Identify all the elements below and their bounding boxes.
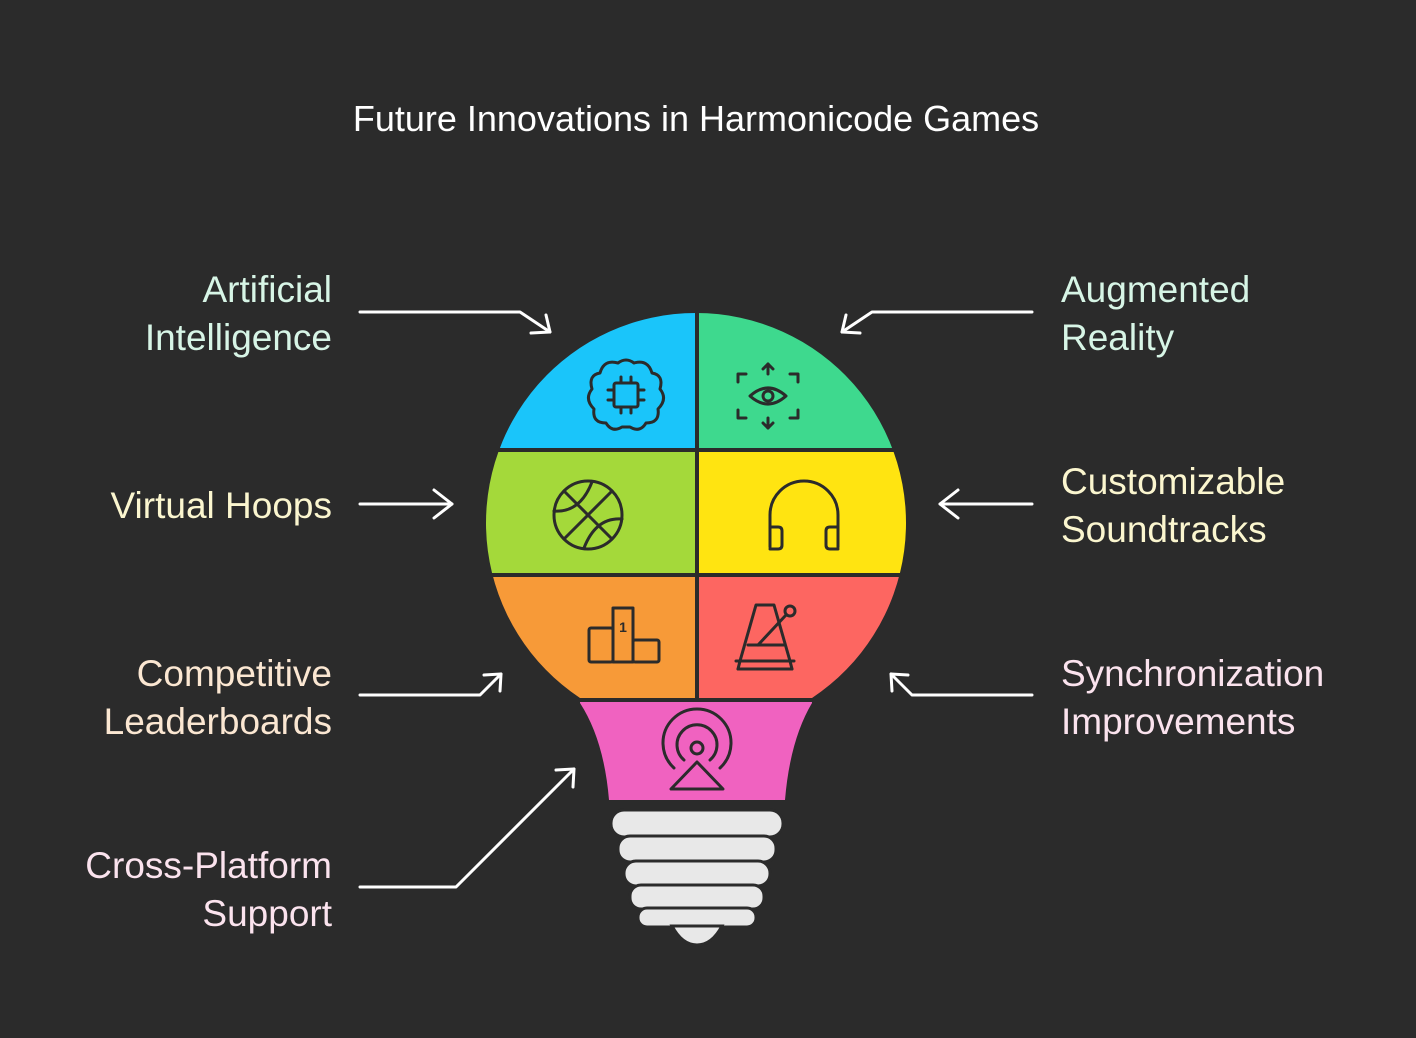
label-virtual-hoops: Virtual Hoops xyxy=(110,485,332,526)
basketball-icon xyxy=(552,479,624,551)
arrow-competitive-leaderboards xyxy=(358,672,503,697)
segment-cross-platform-support xyxy=(486,700,906,800)
connector-arrows xyxy=(358,310,1034,889)
arrow-virtual-hoops xyxy=(358,488,454,520)
metronome-icon xyxy=(734,603,797,671)
diagram-title: Future Innovations in Harmonicode Games xyxy=(352,98,1040,139)
segment-augmented-reality xyxy=(697,312,906,450)
segment-customizable-soundtracks xyxy=(697,450,906,575)
segment-dividers xyxy=(470,300,927,702)
arrow-augmented-reality xyxy=(840,310,1034,335)
podium-icon xyxy=(587,606,661,664)
segment-artificial-intelligence xyxy=(486,312,697,450)
bulb-base xyxy=(609,808,785,947)
podium-number: 1 xyxy=(619,619,627,635)
segment-competitive-leaderboards xyxy=(486,575,697,700)
eye-scan-icon xyxy=(736,362,800,430)
arrow-artificial-intelligence xyxy=(358,310,552,335)
arrow-synchronization-improvements xyxy=(889,672,1034,697)
arrow-cross-platform-support xyxy=(358,767,576,889)
arrow-customizable-soundtracks xyxy=(938,488,1034,520)
headphones-icon xyxy=(768,479,840,551)
brain-chip-icon xyxy=(587,358,665,431)
broadcast-icon xyxy=(661,707,733,791)
